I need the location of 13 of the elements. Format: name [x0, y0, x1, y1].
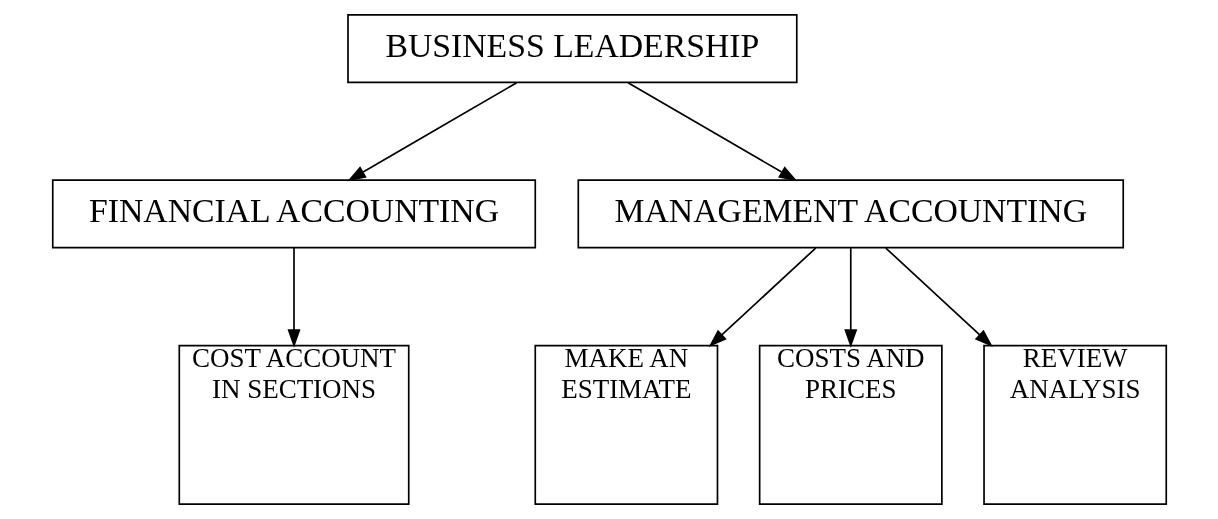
node-box: FINANCIAL ACCOUNTING: [51, 179, 536, 249]
arrow: [843, 247, 857, 348]
node-box: MANAGEMENT ACCOUNTING: [576, 179, 1124, 249]
node-box: BUSINESS LEADERSHIP: [346, 14, 798, 84]
node-box: MAKE AN ESTIMATE: [533, 344, 718, 505]
arrow: [346, 81, 518, 182]
node-box: COST ACCOUNT IN SECTIONS: [177, 344, 410, 505]
arrow: [626, 81, 797, 182]
node-box: COSTS AND PRICES: [758, 344, 943, 505]
arrow: [287, 247, 300, 348]
node-box: REVIEW ANALYSIS: [982, 344, 1167, 505]
arrow: [708, 247, 817, 348]
arrow: [884, 247, 993, 348]
